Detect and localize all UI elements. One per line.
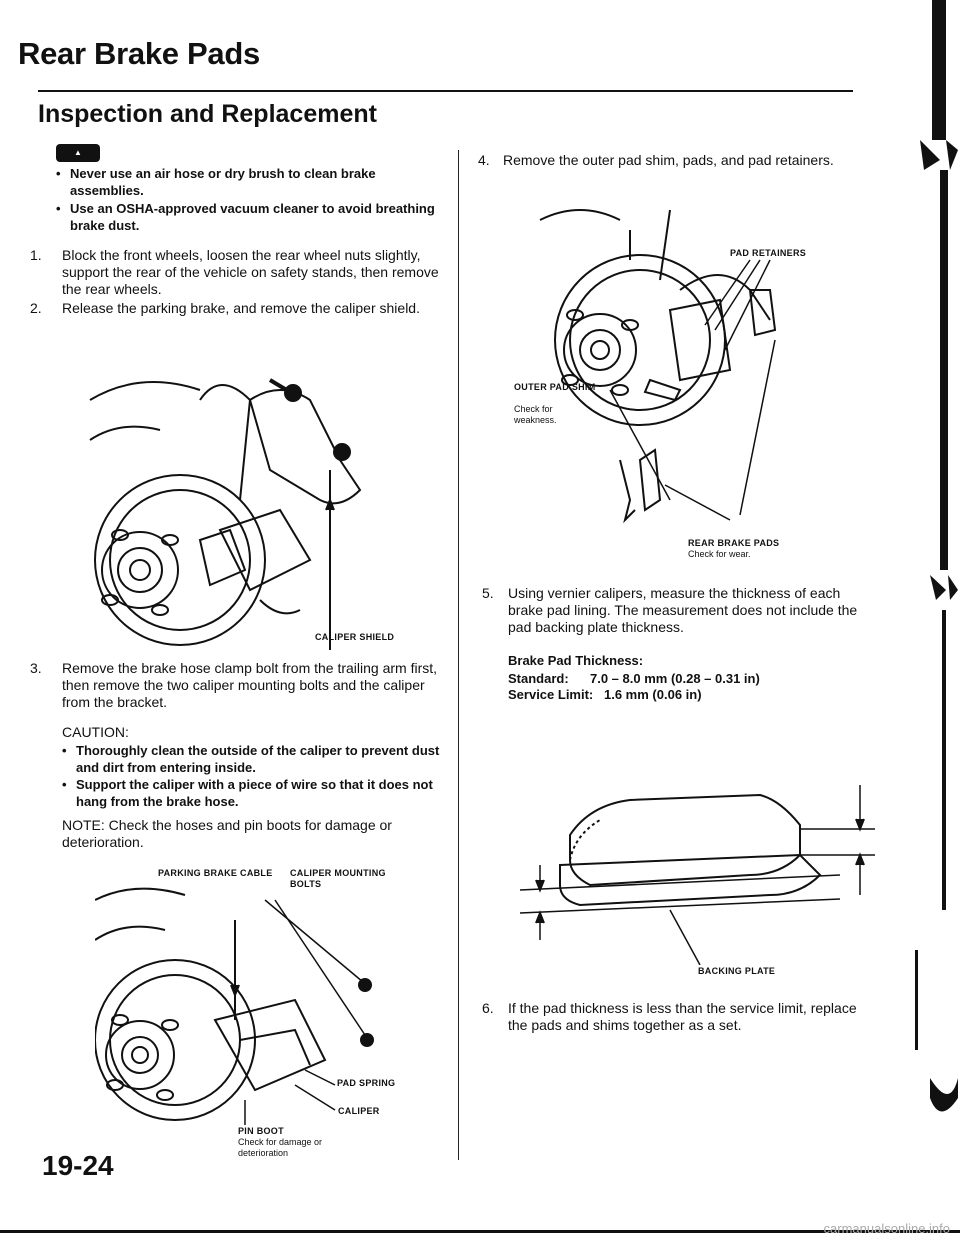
- warning-item-1: • Never use an air hose or dry brush to …: [56, 166, 376, 198]
- caliper-shield-illustration: [89, 378, 362, 650]
- warning-item-2: • Use an OSHA-approved vacuum cleaner to…: [56, 201, 435, 233]
- label-caliper-mounting-bolts: CALIPER MOUNTING BOLTS: [290, 868, 386, 889]
- step-5-text: Using vernier calipers, measure the thic…: [508, 585, 858, 635]
- bottom-rule: [0, 1230, 960, 1233]
- label-caliper-shield: CALIPER SHIELD: [315, 632, 395, 642]
- spec-heading: Brake Pad Thickness:: [508, 653, 644, 668]
- warning-badge-label: WARNING: [58, 166, 98, 175]
- caution-item-2: • Support the caliper with a piece of wi…: [62, 777, 433, 809]
- watermark: carmanualsonline.info: [823, 1221, 950, 1236]
- label-outer-pad-shim: OUTER PAD SHIM: [514, 382, 596, 392]
- label-pin-boot: PIN BOOT: [238, 1126, 284, 1136]
- page-title: Rear Brake Pads: [18, 36, 260, 71]
- caliper-mounting-bolts-illustration: [95, 887, 374, 1125]
- step-3-number: 3.: [30, 660, 42, 676]
- column-divider: [458, 150, 459, 1160]
- step-6-text: If the pad thickness is less than the se…: [508, 1000, 857, 1033]
- step-1-text: Block the front wheels, loosen the rear …: [62, 247, 439, 297]
- label-outer-pad-shim-note: Check for weakness.: [514, 404, 557, 425]
- step-6-number: 6.: [482, 1000, 494, 1016]
- label-parking-brake-cable: PARKING BRAKE CABLE: [158, 868, 273, 878]
- label-pad-retainers: PAD RETAINERS: [730, 248, 807, 258]
- step-2-number: 2.: [30, 300, 42, 316]
- label-pin-boot-note: Check for damage or deterioration: [238, 1137, 323, 1158]
- label-caliper: CALIPER: [338, 1106, 380, 1116]
- warning-badge: ▲ WARNING: [56, 144, 100, 175]
- label-backing-plate: BACKING PLATE: [698, 966, 776, 976]
- warning-icon: ▲: [74, 148, 82, 157]
- spec-service-label: Service Limit:: [508, 687, 594, 702]
- step-2-text: Release the parking brake, and remove th…: [62, 300, 420, 316]
- binder-edge-marks: [915, 0, 958, 1112]
- page-number: 19-24: [42, 1150, 114, 1181]
- caution-heading: CAUTION:: [62, 724, 129, 740]
- pad-thickness-illustration: [519, 785, 875, 965]
- step-4-text: Remove the outer pad shim, pads, and pad…: [503, 152, 834, 168]
- label-rear-brake-pads: REAR BRAKE PADS: [688, 538, 780, 548]
- spec-standard-value: 7.0 – 8.0 mm (0.28 – 0.31 in): [590, 671, 760, 686]
- label-pad-spring: PAD SPRING: [337, 1078, 396, 1088]
- step-5-number: 5.: [482, 585, 494, 601]
- note-text: NOTE: Check the hoses and pin boots for …: [62, 817, 392, 850]
- step-4-number: 4.: [478, 152, 490, 168]
- section-subtitle: Inspection and Replacement: [38, 100, 377, 128]
- step-3-text: Remove the brake hose clamp bolt from th…: [62, 660, 438, 710]
- pad-removal-illustration: [539, 209, 777, 524]
- title-rule: [38, 90, 853, 92]
- step-1-number: 1.: [30, 247, 42, 263]
- caution-item-1: • Thoroughly clean the outside of the ca…: [62, 743, 440, 775]
- spec-service-value: 1.6 mm (0.06 in): [604, 687, 702, 702]
- spec-standard-label: Standard:: [508, 671, 569, 686]
- label-rear-brake-pads-note: Check for wear.: [688, 549, 751, 559]
